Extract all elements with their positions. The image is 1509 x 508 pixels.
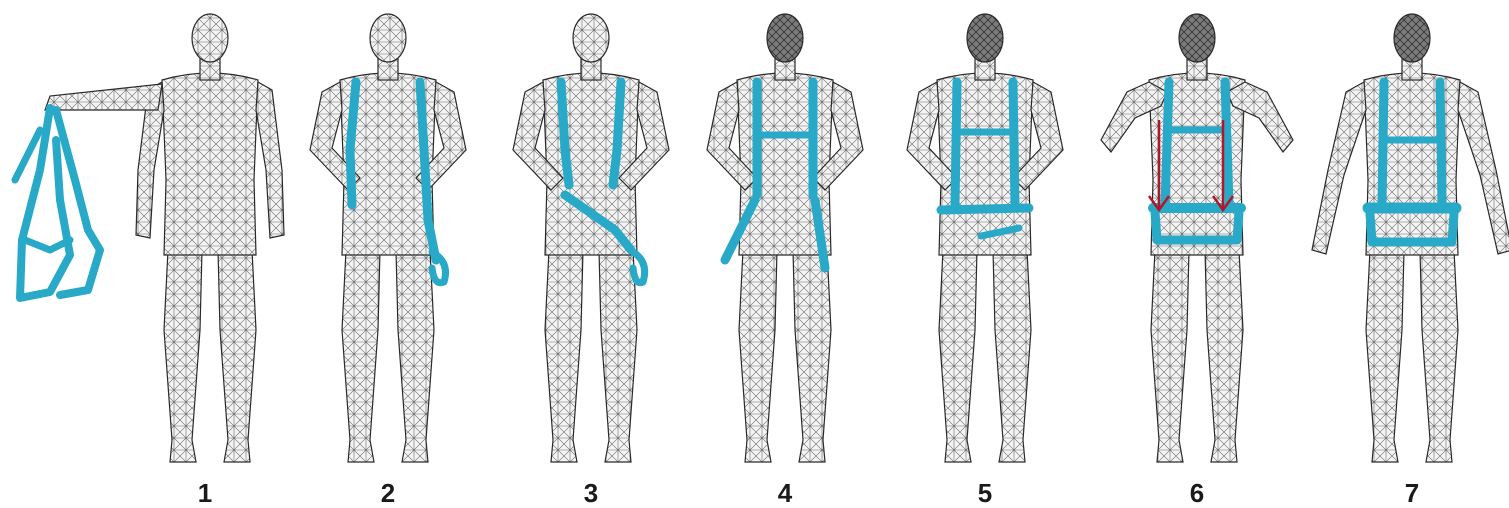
- figure-fastening-waist-buckle-icon: [907, 14, 1063, 462]
- figure-shoulder-straps-on-icon: [310, 14, 466, 462]
- step-label-4: 4: [755, 478, 815, 508]
- step-label-6: 6: [1167, 478, 1227, 508]
- step-label-2: 2: [358, 478, 418, 508]
- figure-pulling-leg-straps-icon: [707, 14, 863, 462]
- step-label-3: 3: [561, 478, 621, 508]
- figure-tightening-straps-down-icon: [1101, 14, 1293, 462]
- figure-adjusting-chest-strap-icon: [513, 14, 669, 462]
- figure-holding-harness-icon: [15, 14, 284, 462]
- step-label-7: 7: [1382, 478, 1442, 508]
- figure-harness-fitted-icon: [1312, 14, 1509, 462]
- step-label-1: 1: [175, 478, 235, 508]
- step-label-5: 5: [955, 478, 1015, 508]
